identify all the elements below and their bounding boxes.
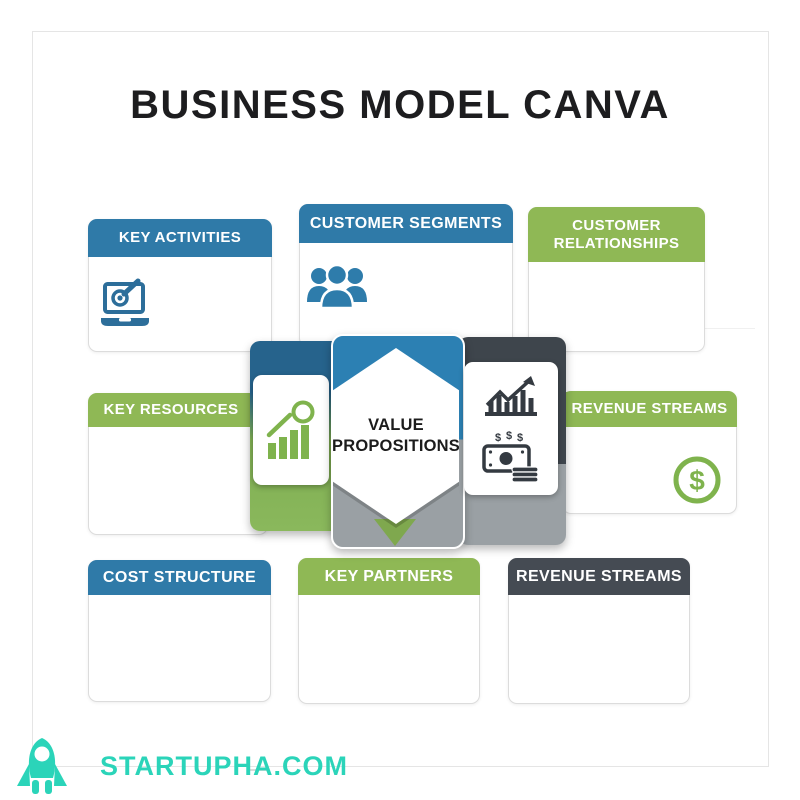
down-arrow [374, 519, 416, 546]
svg-text:$: $ [689, 465, 705, 496]
box-revenue-streams-bottom-label: REVENUE STREAMS [515, 567, 683, 585]
center-right-card: $ $ $ [464, 362, 558, 495]
box-revenue-streams-middle-header: REVENUE STREAMS [562, 391, 737, 427]
laptop-pencil-icon [101, 278, 149, 326]
footer-brand: STARTUPHA.COM [100, 751, 348, 781]
box-revenue-streams-middle-label: REVENUE STREAMS [571, 400, 728, 417]
box-cost-structure-header: COST STRUCTURE [88, 560, 271, 595]
growth-chart-magnifier-icon [266, 400, 315, 459]
svg-text:$: $ [506, 431, 512, 442]
box-key-partners-label: KEY PARTNERS [324, 567, 454, 585]
box-customer-segments-header: CUSTOMER SEGMENTS [299, 204, 513, 243]
box-customer-relationships-header: CUSTOMER RELATIONSHIPS [528, 207, 705, 262]
box-key-activities: KEY ACTIVITIES [88, 219, 272, 352]
box-key-partners-header: KEY PARTNERS [298, 558, 480, 595]
page-title: BUSINESS MODEL CANVA [130, 83, 670, 127]
box-key-activities-label: KEY ACTIVITIES [118, 229, 242, 246]
value-propositions-hexagon: VALUE PROPOSITIONS [333, 348, 459, 524]
box-key-resources-label: KEY RESOURCES [103, 401, 239, 418]
box-customer-relationships-label: CUSTOMER RELATIONSHIPS [553, 216, 680, 252]
svg-text:$: $ [495, 432, 501, 444]
box-key-resources-header: KEY RESOURCES [88, 393, 254, 427]
poster-frame [32, 31, 769, 767]
box-cost-structure: COST STRUCTURE [88, 560, 271, 702]
people-icon [307, 263, 367, 310]
box-customer-segments-label: CUSTOMER SEGMENTS [309, 214, 503, 232]
footer-dash-line [247, 769, 269, 771]
value-propositions-label: VALUE PROPOSITIONS [332, 415, 461, 455]
rocket-logo-icon [17, 738, 67, 794]
box-cost-structure-label: COST STRUCTURE [102, 568, 257, 586]
box-revenue-streams-bottom-header: REVENUE STREAMS [508, 558, 690, 595]
bar-chart-arrow-icon [485, 375, 537, 416]
money-cash-icon: $ $ $ [482, 431, 539, 483]
box-key-resources: KEY RESOURCES [88, 393, 268, 535]
box-revenue-streams-bottom: REVENUE STREAMS [508, 558, 690, 704]
box-customer-relationships: CUSTOMER RELATIONSHIPS [528, 207, 705, 352]
dollar-coin-icon: $ [673, 456, 721, 504]
svg-text:$: $ [517, 432, 523, 444]
center-left-card [253, 375, 329, 485]
box-key-activities-header: KEY ACTIVITIES [88, 219, 272, 257]
box-key-partners: KEY PARTNERS [298, 558, 480, 704]
